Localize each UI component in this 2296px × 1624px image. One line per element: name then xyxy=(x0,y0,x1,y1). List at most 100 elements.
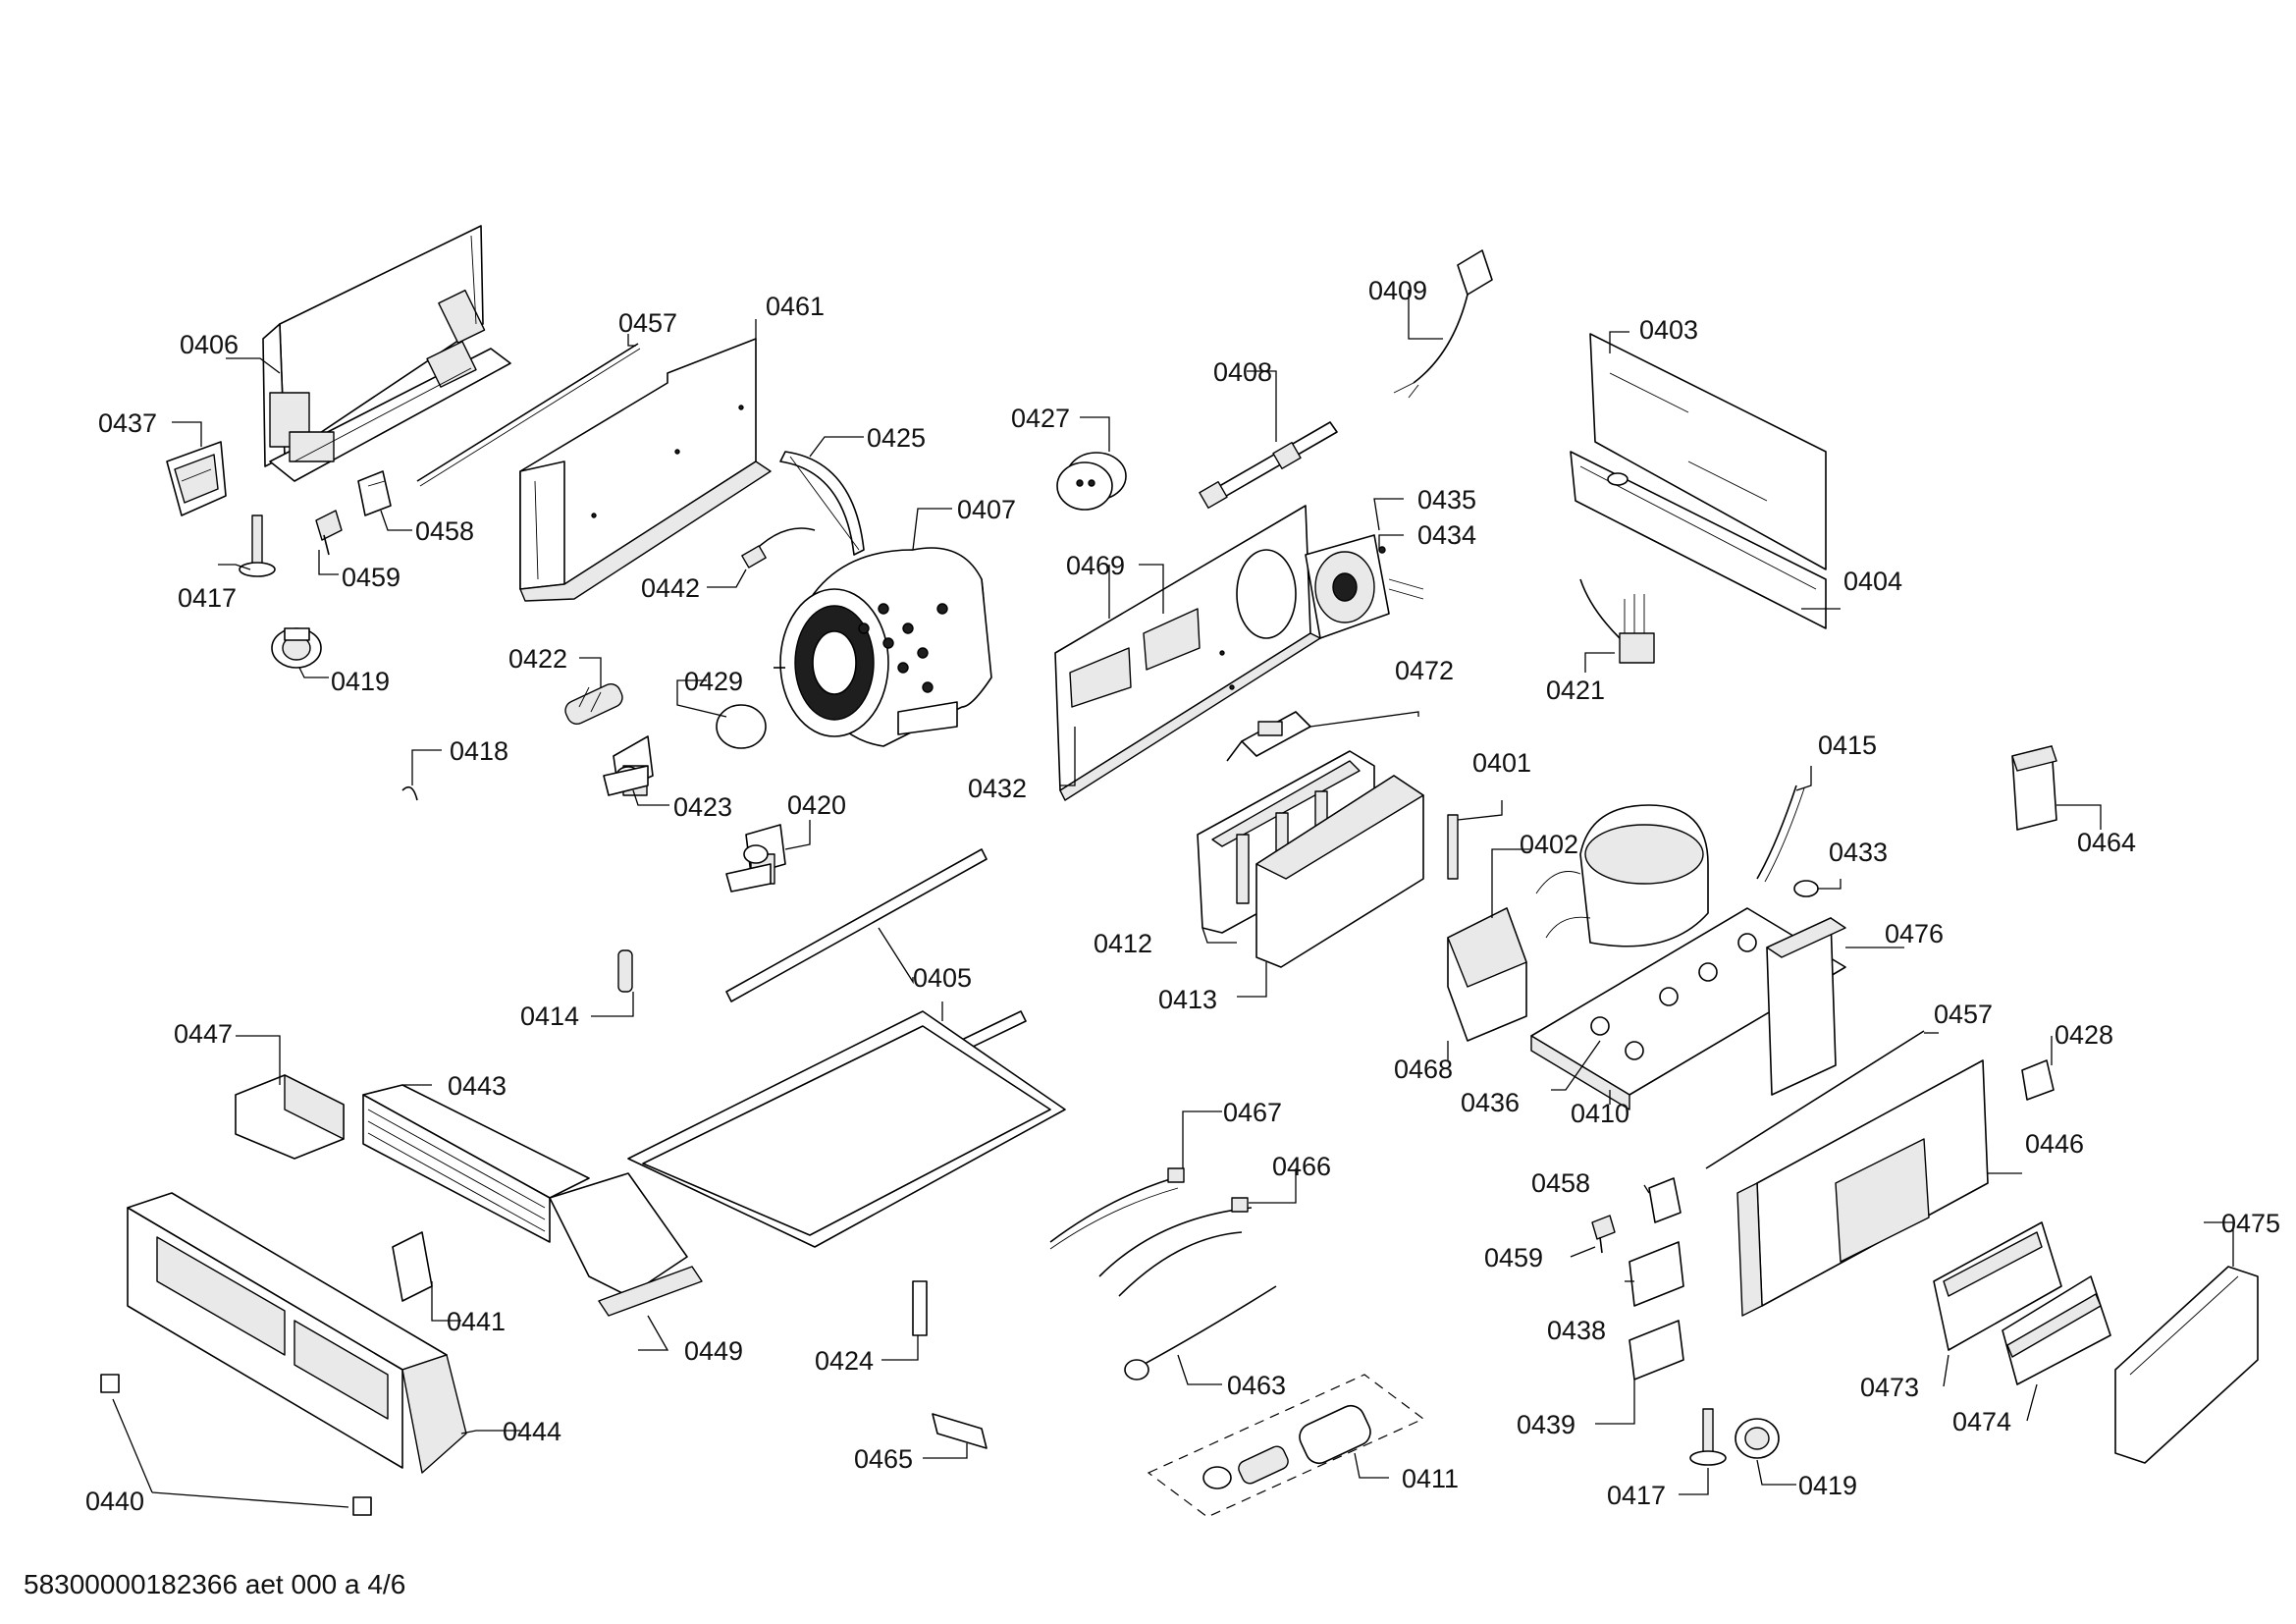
label-0425: 0425 xyxy=(867,423,926,453)
label-0406: 0406 xyxy=(180,330,239,359)
label-0433: 0433 xyxy=(1829,838,1888,867)
part-0467-harness xyxy=(1049,1167,1185,1250)
leader-0419a xyxy=(298,667,329,678)
part-0440-pads xyxy=(100,1374,372,1516)
label-0414: 0414 xyxy=(520,1001,579,1031)
leader-0407 xyxy=(912,508,952,551)
label-0417-b: 0417 xyxy=(1607,1481,1666,1510)
part-0417-foot-b xyxy=(1689,1408,1727,1466)
leader-0423 xyxy=(632,789,669,806)
leader-0475 xyxy=(2204,1221,2234,1267)
leader-0418 xyxy=(411,749,442,785)
label-0439: 0439 xyxy=(1517,1410,1575,1439)
part-0401-dryer xyxy=(1447,814,1459,880)
label-0459-b: 0459 xyxy=(1484,1243,1543,1272)
label-0421: 0421 xyxy=(1546,676,1605,705)
label-0405: 0405 xyxy=(913,963,972,993)
part-0459-screw-a xyxy=(315,510,343,556)
part-0437-bracket xyxy=(166,441,227,516)
leader-0417a xyxy=(218,564,251,570)
part-0420-valve xyxy=(725,824,786,893)
leader-0465 xyxy=(923,1443,968,1459)
part-0459-screw-b xyxy=(1591,1215,1616,1254)
label-0417-a: 0417 xyxy=(178,583,237,613)
label-0422: 0422 xyxy=(508,644,567,674)
label-0468: 0468 xyxy=(1394,1055,1453,1084)
label-0440: 0440 xyxy=(85,1487,144,1516)
part-0443-grille xyxy=(362,1084,590,1243)
part-0423-valve xyxy=(603,735,654,796)
label-0418: 0418 xyxy=(450,736,508,766)
label-0408: 0408 xyxy=(1213,357,1272,387)
label-0472: 0472 xyxy=(1395,656,1454,685)
part-0419-roller-b xyxy=(1735,1418,1780,1459)
leader-0466 xyxy=(1249,1168,1297,1204)
leader-0401 xyxy=(1457,800,1503,821)
part-0404-rail xyxy=(1570,451,1827,629)
label-0476: 0476 xyxy=(1885,919,1944,948)
part-0411-filter xyxy=(1147,1374,1425,1518)
part-0439-cover xyxy=(1629,1320,1684,1380)
label-0441: 0441 xyxy=(447,1307,506,1336)
leader-0415 xyxy=(1795,766,1812,791)
part-0408-tube xyxy=(1199,421,1338,509)
leader-0436 xyxy=(1551,1040,1601,1091)
part-0434-axial-fan xyxy=(1305,534,1424,639)
part-0457-rod-a xyxy=(416,343,641,487)
label-0449: 0449 xyxy=(684,1336,743,1366)
part-0403-back-panel xyxy=(1589,333,1827,570)
part-0444-kickplate xyxy=(127,1192,467,1474)
part-0463-tube xyxy=(1124,1285,1277,1380)
part-0413-cover xyxy=(1255,775,1424,968)
label-0465: 0465 xyxy=(854,1444,913,1474)
leader-0469b xyxy=(1139,564,1164,614)
callout-labels: 0406 0437 0417 0459 0458 0419 0457 0461 … xyxy=(85,276,2280,1516)
label-0419-b: 0419 xyxy=(1798,1471,1857,1500)
part-0406-bracket-panel xyxy=(262,225,511,482)
label-0461: 0461 xyxy=(766,292,825,321)
label-0427: 0427 xyxy=(1011,404,1070,433)
part-0449-duct xyxy=(549,1172,703,1317)
part-0424-terminal xyxy=(912,1280,928,1336)
part-0412-evaporator xyxy=(1197,750,1375,934)
leader-0457a xyxy=(627,334,636,347)
label-0467: 0467 xyxy=(1223,1098,1282,1127)
leader-0424 xyxy=(881,1335,919,1361)
leader-0405 xyxy=(878,927,914,985)
part-0464-bracket xyxy=(2011,745,2057,831)
leader-0449 xyxy=(638,1315,669,1351)
leader-0420 xyxy=(784,820,811,850)
part-0417-foot-a xyxy=(239,514,276,577)
part-0457-rod-b xyxy=(1705,1030,1925,1169)
leader-0408 xyxy=(1247,370,1277,442)
label-0401: 0401 xyxy=(1472,748,1531,778)
leader-lines xyxy=(112,290,2234,1508)
leader-0458b xyxy=(1643,1184,1650,1194)
label-0457-b: 0457 xyxy=(1934,1000,1993,1029)
part-0476-bracket xyxy=(1766,917,1846,1096)
part-0429-disc xyxy=(716,704,767,749)
label-0403: 0403 xyxy=(1639,315,1698,345)
part-0438-cover xyxy=(1629,1241,1684,1307)
label-0473: 0473 xyxy=(1860,1373,1919,1402)
leader-0459b xyxy=(1570,1246,1596,1258)
leader-0421 xyxy=(1584,652,1615,673)
label-0436: 0436 xyxy=(1461,1088,1520,1117)
label-0459-a: 0459 xyxy=(342,563,400,592)
part-tray xyxy=(627,1010,1066,1248)
leader-0411 xyxy=(1354,1452,1389,1479)
leader-0427 xyxy=(1080,416,1110,452)
label-0412: 0412 xyxy=(1094,929,1152,958)
leader-0429 xyxy=(676,679,727,718)
leader-0464 xyxy=(2056,804,2102,830)
label-0438: 0438 xyxy=(1547,1316,1606,1345)
leader-0403 xyxy=(1609,331,1629,353)
label-0402: 0402 xyxy=(1520,830,1578,859)
leader-0406 xyxy=(226,357,281,374)
part-0415-hose xyxy=(1756,785,1805,883)
part-0418-clip xyxy=(401,785,418,801)
part-0427-cap xyxy=(1056,452,1127,511)
part-0421-module xyxy=(1579,578,1655,664)
document-footer-code: 58300000182366 aet 000 a 4/6 xyxy=(24,1569,406,1599)
part-0428-connector xyxy=(2021,1059,2055,1101)
